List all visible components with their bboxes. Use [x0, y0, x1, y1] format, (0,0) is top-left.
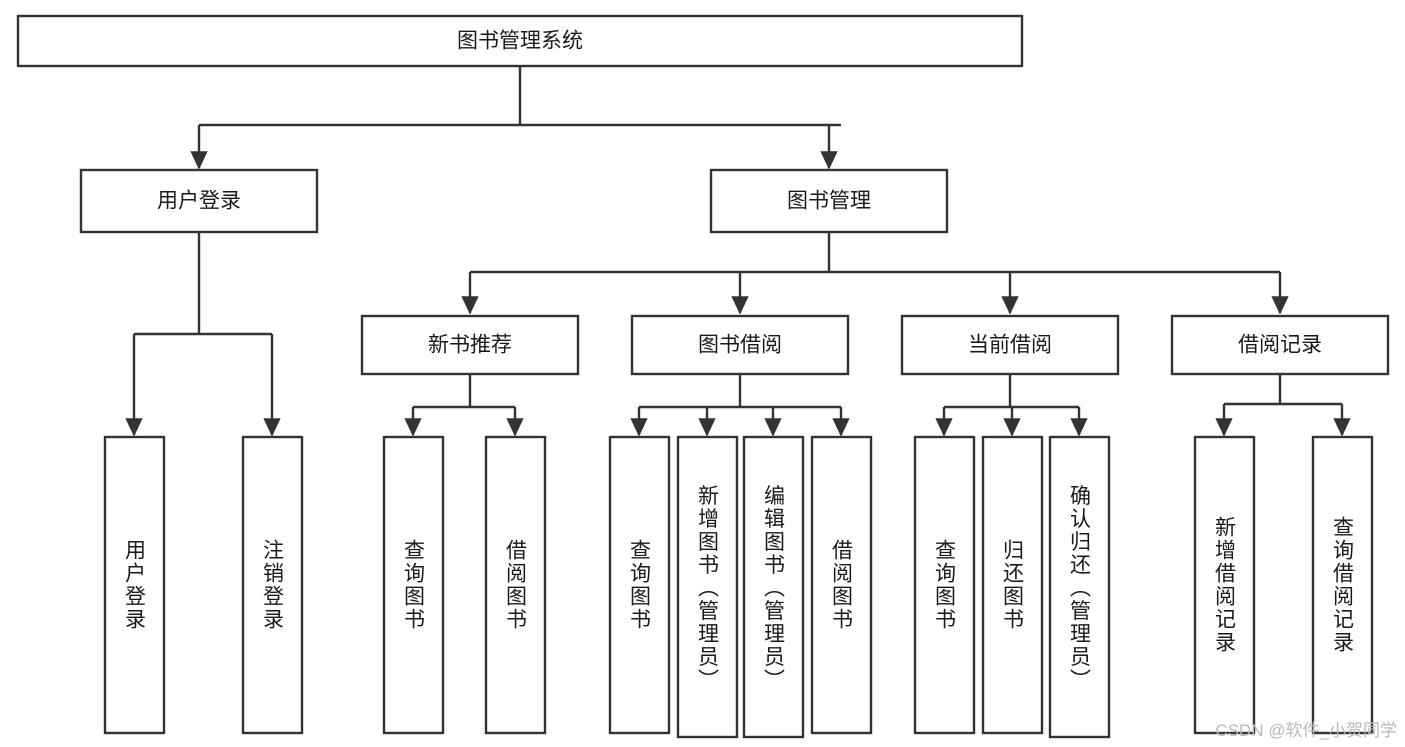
new-book-recommend-box [360, 314, 580, 376]
leaf-borrow-book-2-box [810, 435, 873, 735]
node-current-borrow[interactable]: 当前借阅 [900, 314, 1120, 376]
borrow-record-box [1170, 314, 1390, 376]
leaf-query-book-3[interactable]: 查询图书 [913, 435, 976, 735]
leaf-borrow-book-2-label: 借阅图书 [830, 539, 854, 631]
leaf-add-book-label: 新增图书（管理员） [696, 485, 720, 692]
borrow-record-label: 借阅记录 [1238, 334, 1322, 357]
node-root[interactable]: 图书管理系统 [16, 14, 1024, 68]
leaf-edit-book[interactable]: 编辑图书（管理员） [742, 435, 805, 739]
leaf-return-book-box [981, 435, 1044, 735]
new-book-recommend-label: 新书推荐 [428, 334, 512, 357]
leaf-query-record-box [1311, 435, 1374, 735]
leaf-query-record[interactable]: 查询借阅记录 [1311, 435, 1374, 735]
leaf-user-login[interactable]: 用户登录 [103, 435, 166, 735]
leaf-user-logout[interactable]: 注销登录 [241, 435, 304, 735]
leaf-user-login-box [103, 435, 166, 735]
leaf-return-book[interactable]: 归还图书 [981, 435, 1044, 735]
leaf-add-record[interactable]: 新增借阅记录 [1193, 435, 1256, 735]
leaf-return-book-label: 归还图书 [1001, 539, 1025, 631]
leaf-borrow-book-1[interactable]: 借阅图书 [484, 435, 547, 735]
node-book-borrow[interactable]: 图书借阅 [630, 314, 850, 376]
root-label: 图书管理系统 [457, 30, 583, 53]
leaf-edit-book-label: 编辑图书（管理员） [762, 485, 786, 692]
leaf-query-book-1-label: 查询图书 [402, 539, 426, 631]
leaf-user-logout-label: 注销登录 [261, 539, 285, 631]
current-borrow-label: 当前借阅 [968, 334, 1052, 357]
leaf-add-record-label: 新增借阅记录 [1213, 516, 1237, 654]
leaf-user-logout-box [241, 435, 304, 735]
leaf-borrow-book-1-box [484, 435, 547, 735]
book-manage-label: 图书管理 [787, 190, 871, 213]
leaf-query-book-2[interactable]: 查询图书 [608, 435, 671, 735]
leaf-confirm-return-box [1048, 435, 1111, 739]
leaf-confirm-return[interactable]: 确认归还（管理员） [1048, 435, 1111, 739]
leaf-add-book[interactable]: 新增图书（管理员） [676, 435, 739, 739]
leaf-add-record-box [1193, 435, 1256, 735]
node-user-login[interactable]: 用户登录 [79, 168, 319, 234]
leaf-query-book-3-label: 查询图书 [933, 539, 957, 631]
current-borrow-box [900, 314, 1120, 376]
node-new-book-recommend[interactable]: 新书推荐 [360, 314, 580, 376]
root-box [16, 14, 1024, 68]
leaf-add-book-box [676, 435, 739, 739]
leaf-borrow-book-1-label: 借阅图书 [504, 539, 528, 631]
leaf-edit-book-box [742, 435, 805, 739]
user-login-label: 用户登录 [157, 190, 241, 213]
book-manage-box [709, 168, 949, 234]
leaf-query-book-2-box [608, 435, 671, 735]
node-book-manage[interactable]: 图书管理 [709, 168, 949, 234]
leaf-query-book-3-box [913, 435, 976, 735]
book-borrow-box [630, 314, 850, 376]
leaf-borrow-book-2[interactable]: 借阅图书 [810, 435, 873, 735]
leaf-confirm-return-label: 确认归还（管理员） [1068, 485, 1092, 692]
leaf-query-book-1-box [382, 435, 445, 735]
leaf-query-book-1[interactable]: 查询图书 [382, 435, 445, 735]
leaf-user-login-label: 用户登录 [123, 539, 147, 631]
leaf-query-record-label: 查询借阅记录 [1331, 516, 1355, 654]
book-borrow-label: 图书借阅 [698, 334, 782, 357]
leaf-query-book-2-label: 查询图书 [628, 539, 652, 631]
node-borrow-record[interactable]: 借阅记录 [1170, 314, 1390, 376]
